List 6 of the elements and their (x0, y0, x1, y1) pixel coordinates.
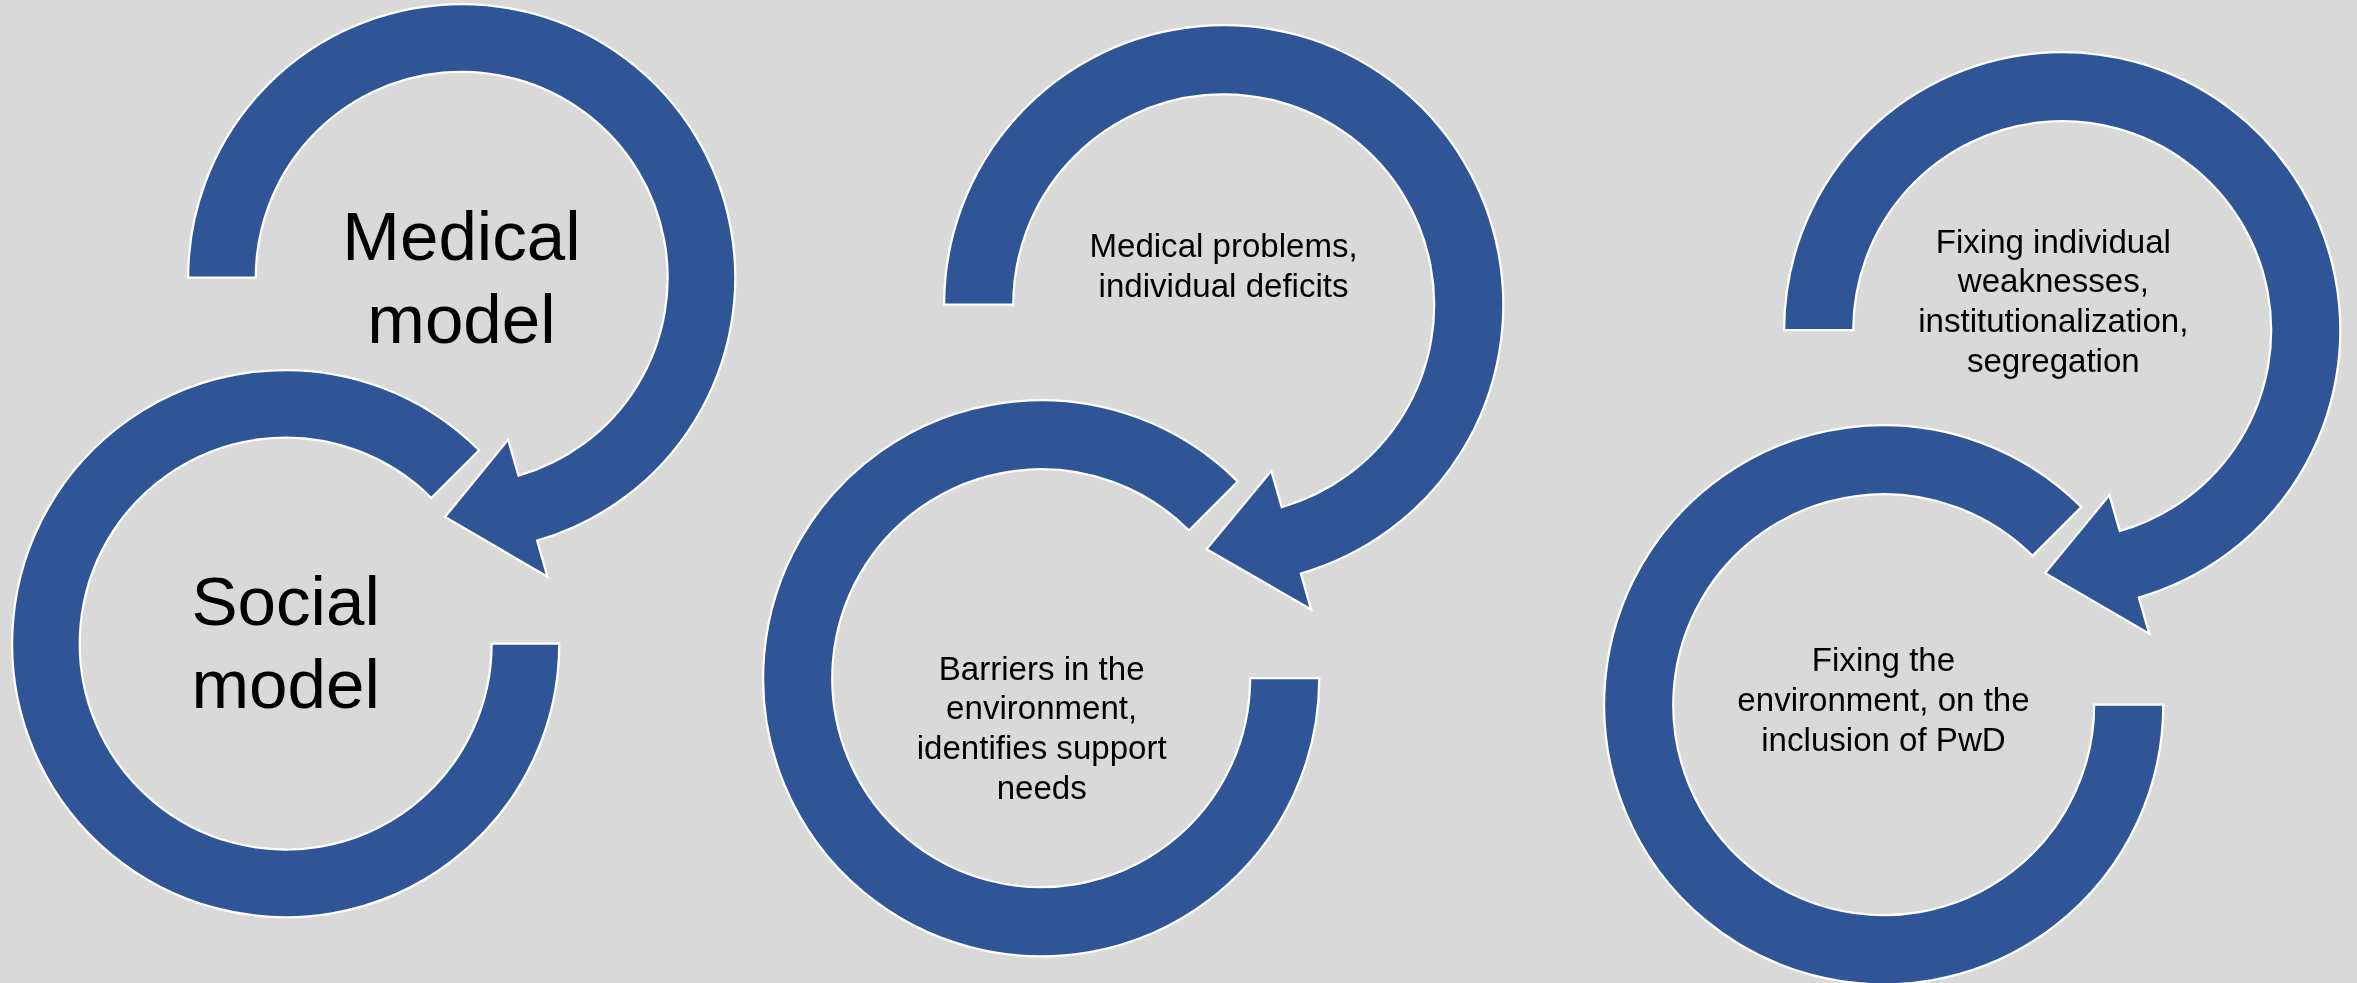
node-text: Medical problems, individual deficits (1088, 226, 1359, 306)
node-text: Fixing individual weaknesses, institutionalization, segregation (1917, 221, 2190, 380)
node-text: Barriers in the environment, identifies support needs (915, 648, 1168, 807)
node-text: Medical model (341, 196, 582, 361)
node-text: Social model (190, 561, 381, 726)
node-text: Fixing the environment, on the inclusion of PwD (1736, 640, 2031, 760)
